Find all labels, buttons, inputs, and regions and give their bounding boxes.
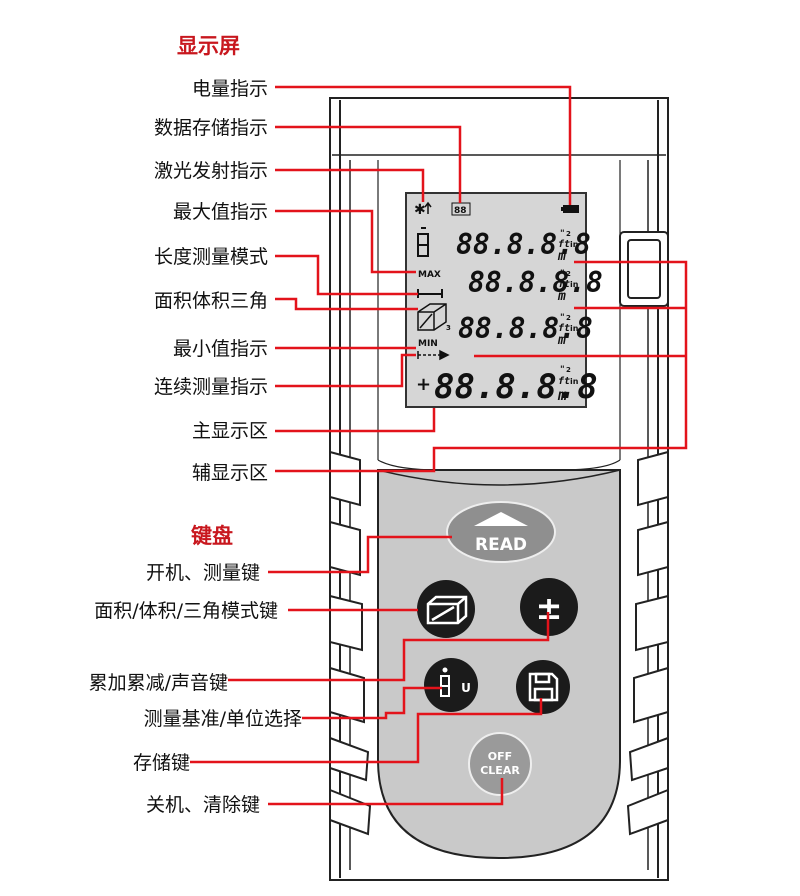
max-tag: MAX [418, 270, 441, 280]
label-data-storage-indicator: 数据存储指示 [153, 117, 268, 139]
svg-text:CLEAR: CLEAR [480, 764, 520, 777]
svg-text:": " [560, 365, 565, 375]
right-side-grips [626, 450, 669, 836]
svg-text:OFF: OFF [488, 750, 512, 763]
label-continuous-measure-indicator: 连续测量指示 [153, 376, 268, 398]
continuous-measure-icon [417, 349, 450, 361]
label-length-measure-mode: 长度测量模式 [153, 246, 268, 268]
label-store-key: 存储键 [132, 752, 190, 774]
unit-cluster-row-3: " 2 ft in m [557, 313, 579, 348]
svg-text:ft: ft [558, 279, 570, 290]
label-aux-display-area: 辅显示区 [191, 462, 268, 484]
leader-continuous [275, 353, 416, 388]
unit-cluster-row-2: " 2 ft in m [557, 269, 579, 304]
leader-plus-minus [228, 612, 550, 682]
area-volume-icon [417, 303, 447, 331]
leader-main-display [275, 408, 436, 433]
svg-text:U: U [461, 681, 471, 695]
right-side-tab [619, 231, 669, 307]
leader-aux-display [275, 260, 688, 473]
leader-read [268, 535, 452, 574]
svg-text:": " [560, 229, 565, 239]
svg-text:2: 2 [566, 270, 571, 278]
svg-text:m: m [557, 249, 566, 264]
tilt-icon [417, 227, 429, 257]
label-laser-emission-indicator: 激光发射指示 [153, 160, 268, 182]
leader-reference-unit [302, 686, 442, 720]
leader-save [190, 698, 543, 764]
unit-cluster-row-1: " 2 ft in m [557, 229, 579, 264]
laser-icon: ✱ [414, 202, 426, 218]
label-reference-unit-key: 测量基准/单位选择 [143, 708, 302, 730]
lcd-screen [405, 192, 587, 408]
leader-off-clear [268, 778, 504, 806]
svg-text:m: m [557, 386, 567, 404]
area-volume-mode-button[interactable] [417, 580, 475, 638]
svg-text:m: m [557, 333, 566, 348]
svg-text:in: in [570, 240, 579, 249]
label-area-volume-triangle: 面积体积三角 [153, 290, 268, 312]
aux-row-2-digits: 88.8.8.8 [468, 266, 603, 299]
svg-text:ft: ft [558, 376, 570, 387]
leader-length [275, 254, 418, 296]
leader-battery [275, 85, 572, 205]
label-add-subtract-sound-key: 累加累减/声音键 [88, 672, 228, 694]
min-tag: MIN [418, 339, 438, 349]
off-clear-button[interactable]: OFF CLEAR [468, 732, 532, 796]
svg-text:2: 2 [566, 366, 571, 374]
leader-max [275, 209, 416, 274]
svg-text:2: 2 [566, 230, 571, 238]
label-off-clear-key: 关机、清除键 [145, 794, 260, 816]
svg-text:ft: ft [558, 239, 570, 250]
label-min-value-indicator: 最小值指示 [172, 338, 268, 360]
memory-tag: 88 [454, 206, 467, 216]
display-section-title: 显示屏 [177, 34, 240, 58]
aux-row-1-digits: 88.8.8.8 [456, 228, 591, 261]
leader-laser [275, 168, 425, 202]
cube-mark: 3 [446, 324, 451, 332]
save-button[interactable] [516, 660, 570, 714]
unit-cluster-main: " 2 ft in m [557, 365, 579, 404]
label-area-volume-triangle-key: 面积/体积/三角模式键 [94, 600, 278, 622]
read-button[interactable]: READ [446, 501, 556, 563]
reference-unit-button[interactable]: U [424, 658, 478, 712]
label-battery-indicator: 电量指示 [191, 78, 268, 100]
svg-text:m: m [557, 289, 566, 304]
plus-minus-button[interactable]: ± [520, 578, 578, 636]
svg-text:": " [560, 313, 565, 323]
svg-text:in: in [570, 324, 579, 333]
leader-lines [190, 85, 688, 806]
leader-area-volume [275, 297, 418, 311]
label-max-value-indicator: 最大值指示 [172, 201, 268, 223]
svg-text:2: 2 [566, 314, 571, 322]
keypad-section-title: 键盘 [191, 524, 233, 548]
aux-row-3-digits: 88.8.8.8 [458, 312, 593, 345]
label-power-measure-key: 开机、测量键 [145, 562, 260, 584]
plus-sign: + [416, 374, 431, 395]
svg-text:in: in [570, 377, 579, 386]
svg-text:": " [560, 269, 565, 279]
battery-icon [561, 205, 579, 213]
leader-memory [275, 125, 462, 203]
main-row-digits: 88.8.8.8 [434, 367, 598, 407]
svg-text:READ: READ [475, 535, 527, 555]
svg-text:in: in [570, 280, 579, 289]
keypad-panel [377, 469, 621, 860]
svg-text:ft: ft [558, 323, 570, 334]
label-main-display-area: 主显示区 [191, 420, 268, 442]
